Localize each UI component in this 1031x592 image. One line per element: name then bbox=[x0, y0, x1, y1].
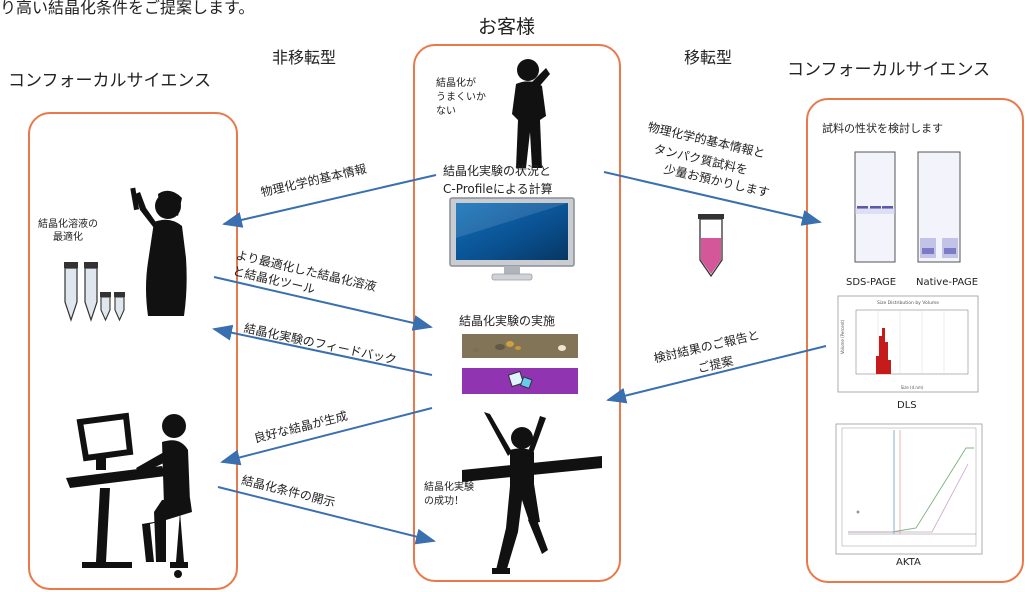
dls-plot-ylabel: Volume (Percent) bbox=[840, 319, 845, 354]
thinking-person-silhouette-icon bbox=[512, 59, 550, 168]
crystallization-tubes-icon bbox=[64, 262, 125, 322]
akta-caption: AKTA bbox=[896, 557, 921, 568]
right-company-name: コンフォーカルサイエンス bbox=[787, 60, 990, 80]
optimization-label: 結晶化溶液の 最適化 bbox=[38, 219, 98, 243]
transfer-label: 移転型 bbox=[684, 48, 733, 67]
arrow-optimized-solution bbox=[213, 276, 433, 331]
header-partial-text: り高い結晶化条件をご提案します。 bbox=[0, 0, 255, 17]
scientist-silhouette-icon bbox=[130, 187, 187, 316]
customer-title: お客様 bbox=[478, 16, 536, 38]
arrow-disclose bbox=[217, 486, 436, 545]
dls-plot-title: Size Distribution by Volume bbox=[877, 300, 939, 306]
sample-tube-icon bbox=[698, 214, 724, 278]
arrow-feedback bbox=[212, 324, 433, 376]
left-panel bbox=[28, 112, 238, 590]
arrow-good-crystal bbox=[220, 407, 433, 466]
sds-page-gel-image bbox=[854, 151, 896, 263]
right-panel bbox=[806, 98, 1024, 583]
right-panel-title: 試料の性状を検討します bbox=[822, 122, 943, 135]
sds-page-caption: SDS-PAGE bbox=[846, 277, 897, 288]
akta-chromatogram-image bbox=[835, 423, 983, 555]
arrow-physchem-left bbox=[222, 174, 437, 228]
dls-plot-xlabel: Size (d.nm) bbox=[901, 385, 924, 390]
calc-label-line1: 結晶化実験の状況と bbox=[443, 164, 552, 178]
desk-worker-silhouette-icon bbox=[66, 412, 192, 578]
experiment-label: 結晶化実験の実施 bbox=[459, 314, 556, 328]
arrow-physchem-right bbox=[603, 171, 822, 226]
arrow-report bbox=[606, 345, 827, 404]
dls-caption: DLS bbox=[897, 400, 917, 411]
dls-plot-image: Size Distribution by Volume Volume (Perc… bbox=[837, 295, 979, 393]
non-transfer-label: 非移転型 bbox=[272, 48, 337, 67]
crystal-photo-2 bbox=[462, 368, 578, 394]
crystal-photo-1 bbox=[462, 334, 578, 358]
center-panel bbox=[413, 44, 621, 582]
calc-label-line2: C-Profileによる計算 bbox=[443, 182, 553, 196]
left-company-name: コンフォーカルサイエンス bbox=[8, 71, 211, 91]
success-label: 結晶化実験 の成功！ bbox=[424, 482, 474, 507]
finish-runner-silhouette-icon bbox=[462, 412, 602, 574]
monitor-icon bbox=[449, 197, 575, 281]
native-page-gel-image bbox=[917, 151, 961, 263]
trouble-label: 結晶化が うまくいか ない bbox=[436, 78, 486, 117]
native-page-caption: Native-PAGE bbox=[916, 277, 979, 288]
